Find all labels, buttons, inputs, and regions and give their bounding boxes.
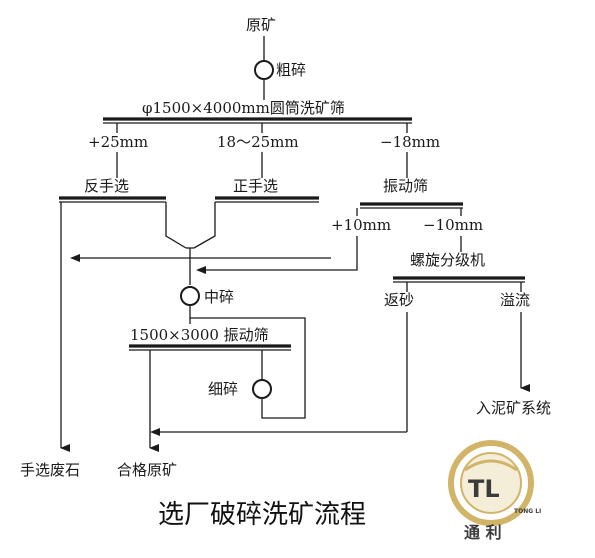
plus10-arrow-head <box>196 266 206 274</box>
logo-mark: TL <box>468 475 500 503</box>
minus18-label: −18mm <box>380 133 440 151</box>
return-sand-arrow-head <box>150 428 160 436</box>
overflow-label: 溢流 <box>500 291 530 309</box>
fine-crusher-icon <box>252 379 272 399</box>
drum-screen-label: φ1500×4000mm圆筒洗矿筛 <box>142 99 345 117</box>
raw-ore-label: 原矿 <box>246 16 276 34</box>
logo-name: 通 利 <box>464 523 502 542</box>
forward-sort-label: 正手选 <box>233 177 278 195</box>
vs2-loop-line <box>190 317 306 346</box>
slime-system-label: 入泥矿系统 <box>476 399 551 417</box>
hand-waste-label: 手选废石 <box>20 461 80 479</box>
fine-crush-label: 细碎 <box>208 380 238 398</box>
vibrating-screen-1-label: 振动筛 <box>383 177 428 195</box>
coarse-crusher-icon <box>254 60 274 80</box>
mid-range-label: 18～25mm <box>217 133 299 151</box>
qualified-ore-label: 合格原矿 <box>117 461 177 479</box>
medium-crush-label: 中碎 <box>204 288 234 306</box>
logo-inner-icon <box>460 452 522 514</box>
spiral-classifier-label: 螺旋分级机 <box>410 251 485 269</box>
medium-crusher-icon <box>180 286 200 306</box>
diagram-title: 选厂破碎洗矿流程 <box>158 500 366 530</box>
coarse-crush-label: 粗碎 <box>276 61 306 79</box>
minus10-label: −10mm <box>423 216 483 234</box>
reverse-sort-label: 反手选 <box>84 177 129 195</box>
forward-sort-funnel <box>193 202 216 249</box>
logo-sub: TONG LI <box>514 508 541 515</box>
reverse-sort-funnel <box>165 202 187 249</box>
vibrating-screen-2-label: 1500×3000 振动筛 <box>130 326 269 344</box>
logo-ring-icon <box>448 440 534 526</box>
plus10-line <box>204 236 358 271</box>
plus10-label: +10mm <box>331 216 391 234</box>
plus25-label: +25mm <box>88 133 148 151</box>
return-arrow-head <box>70 254 80 262</box>
fine-crush-return-line <box>261 346 306 419</box>
company-logo: TL 通 利 TONG LI <box>448 440 541 542</box>
return-sand-label: 返砂 <box>384 291 414 309</box>
logo-swoosh-icon <box>464 459 518 472</box>
